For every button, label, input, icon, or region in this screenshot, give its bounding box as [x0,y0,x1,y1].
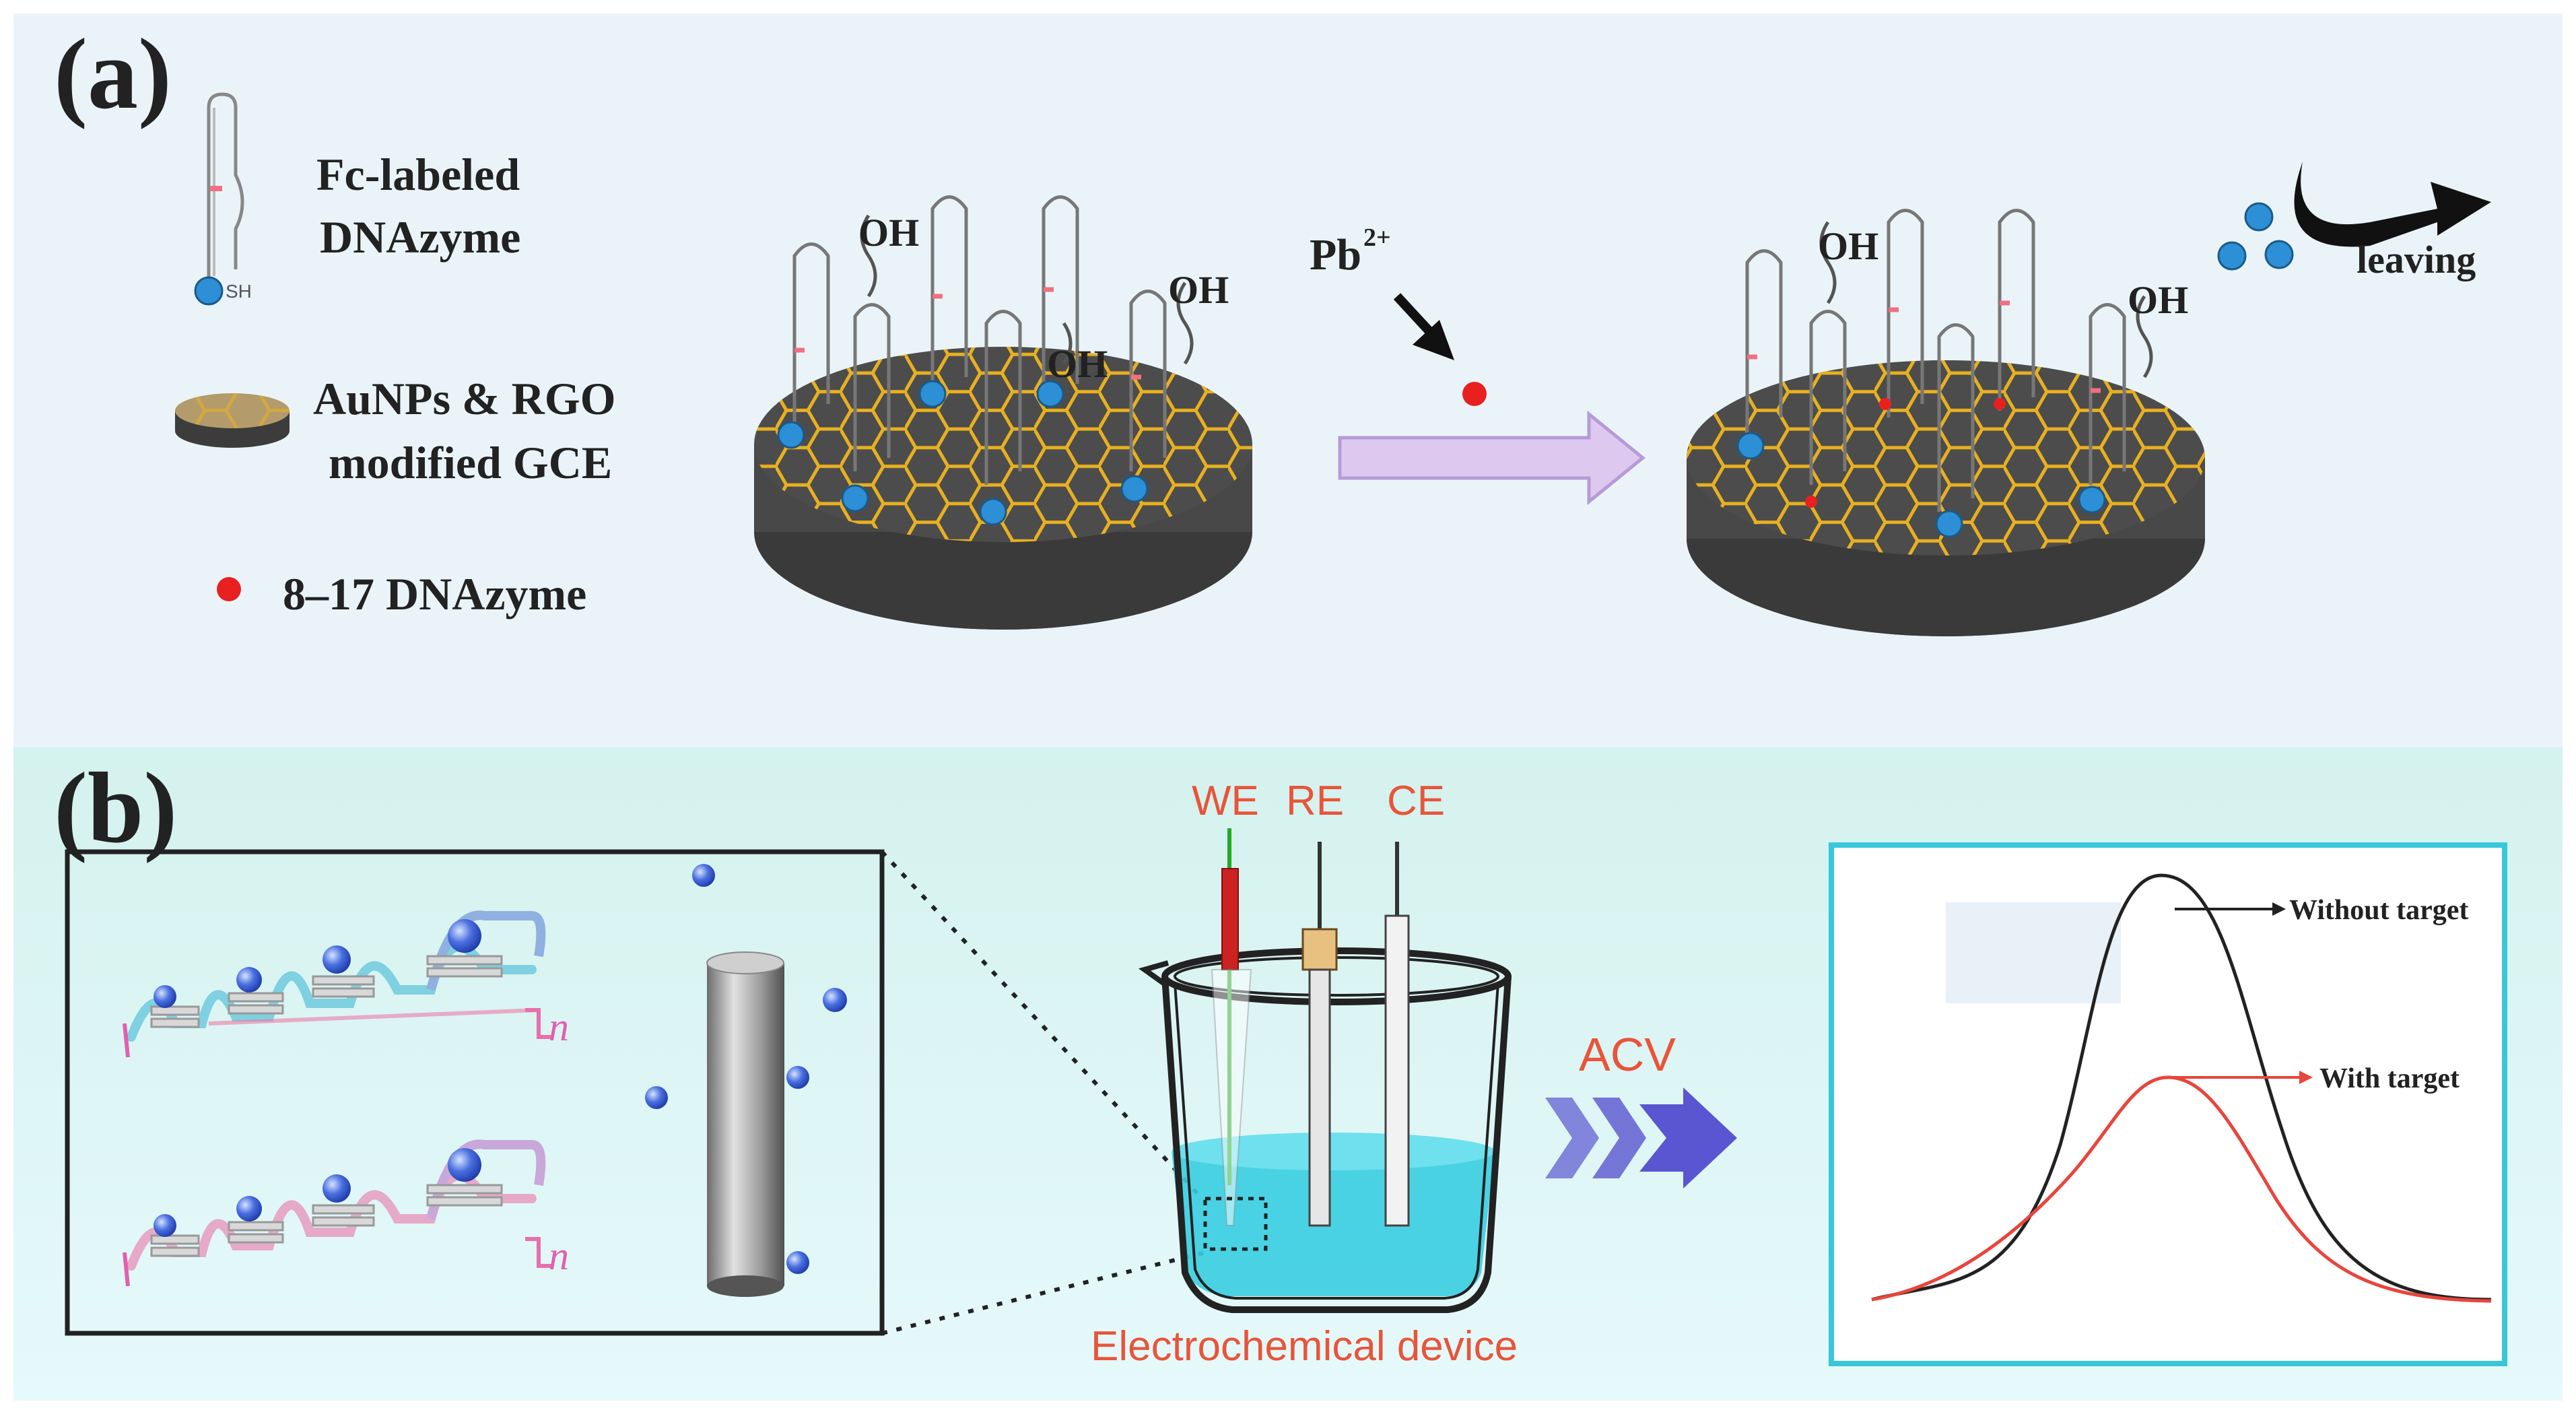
svg-text:OH: OH [1818,224,1878,268]
leaving-label: leaving [2357,238,2476,281]
probe-strands-before [792,195,1194,485]
solution-zoom-square [1203,1197,1268,1251]
counter-electrode [1384,842,1410,1227]
g-quadruplex-chain-1 [123,910,552,1058]
svg-text:OH: OH [1047,342,1108,386]
svg-text:OH: OH [1168,268,1229,312]
zoom-box [65,849,885,1336]
reaction-arrow [1338,410,1646,506]
legend-probe-icon: SH [194,92,252,306]
panel-a-background [13,13,2563,747]
legend-item2-line1: AuNPs & RGO [313,373,616,424]
svg-text:OH: OH [2128,278,2188,322]
probe-markers-before [794,287,1141,380]
legend-electrode-icon [175,393,290,448]
fc-probes-after [1736,432,2106,538]
label-with-target: With target [2319,1063,2460,1094]
electrode-cylinder [706,951,784,1297]
polymer-subscript-n-2: n [549,1234,569,1278]
curve-without-target [1871,873,2492,1302]
fc-probes-before [777,380,1149,526]
working-electrode [1211,828,1252,1226]
label-without-target: Without target [2289,895,2468,926]
pointer-with [2168,1071,2313,1084]
svg-text:OH: OH [858,211,919,255]
zoom-line-top [880,850,1207,1204]
polymer-subscript-n-1: n [549,1005,569,1049]
acv-arrow [1545,1087,1737,1188]
electrode-disk-after [1687,360,2205,636]
label-re: RE [1286,778,1344,824]
device-label: Electrochemical device [1091,1323,1518,1370]
cleaved-sites [1805,398,2006,508]
reference-electrode [1301,842,1338,1227]
pb-ion-charge: 2+ [1363,224,1391,252]
electrochemical-beaker [1138,947,1512,1313]
pb-down-arrow [1393,293,1454,360]
acv-label: ACV [1579,1028,1676,1081]
g-quadruplex-chain-2 [123,1139,552,1287]
voltammogram-blank-patch [1946,902,2121,1003]
pb-ion-base: Pb [1310,230,1361,279]
free-fc-spheres [645,864,847,1274]
label-ce: CE [1387,778,1445,824]
leaving-curved-arrow [2294,162,2491,247]
probe-strands-after [1745,209,2153,512]
oh-labels-before: OH OH OH [858,211,1229,386]
probe-markers-after [1747,300,2101,393]
legend-sh-label: SH [226,281,252,302]
legend-red-dot-icon [217,577,241,601]
panel-b-tag: (b) [54,752,177,864]
zoom-line-bottom [881,1250,1206,1335]
oh-labels-after: OH OH [1818,224,2188,322]
leaving-probes [2217,202,2294,271]
pointer-without [2175,902,2286,916]
panel-a-tag: (a) [54,18,172,130]
legend-item3: 8–17 DNAzyme [283,568,586,619]
legend-item1-line2: DNAzyme [320,211,520,263]
legend-item1-line1: Fc-labeled [316,149,520,200]
pb-ion-dot [1462,382,1487,406]
legend-item2-line2: modified GCE [329,437,612,488]
label-we: WE [1192,778,1259,824]
